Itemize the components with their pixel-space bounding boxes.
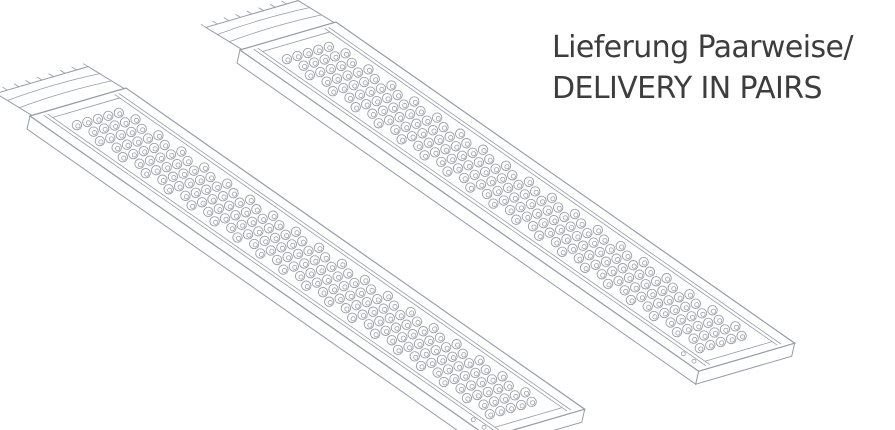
caption-line-english: DELIVERY IN PAIRS — [552, 71, 823, 107]
ramp-left — [0, 63, 587, 430]
caption-line-german: Lieferung Paarweise/ — [552, 30, 853, 65]
pair-delivery-caption: Lieferung Paarweise/ DELIVERY IN PAIRS — [552, 27, 853, 110]
ramp-right — [200, 0, 797, 386]
